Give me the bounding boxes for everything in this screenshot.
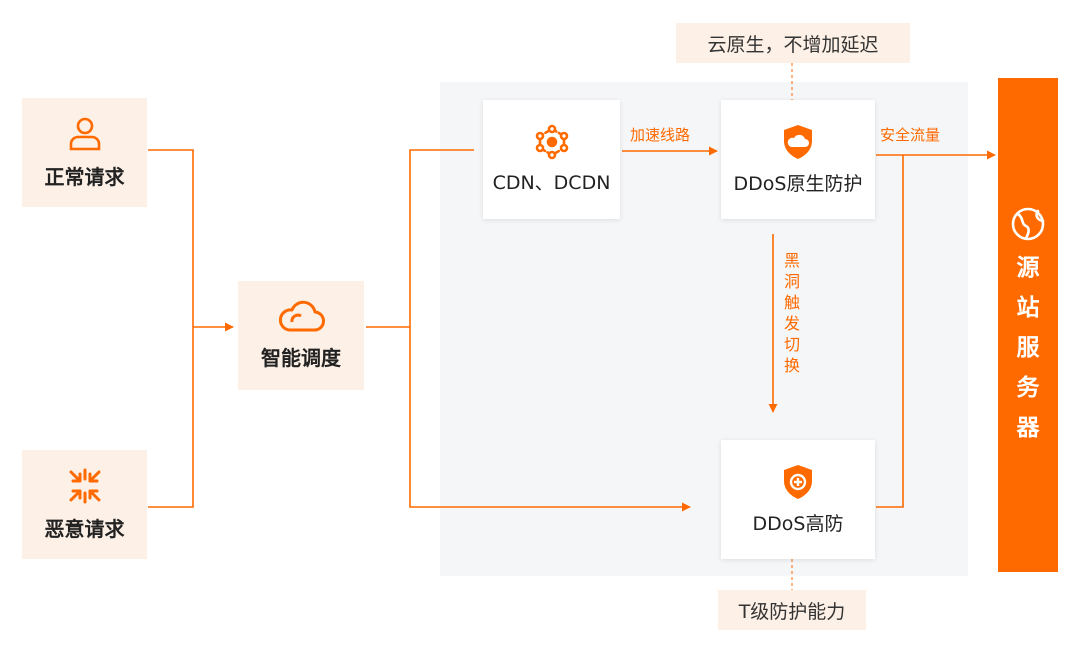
node-label: 正常请求 xyxy=(44,165,125,189)
tag-tbps-capacity: T级防护能力 xyxy=(718,590,866,630)
network-nodes-icon xyxy=(532,124,572,160)
node-label: DDoS高防 xyxy=(752,513,844,535)
node-normal-request: 正常请求 xyxy=(22,98,147,207)
node-cdn: CDN、DCDN xyxy=(483,100,620,219)
node-ddos-high-defense: DDoS高防 xyxy=(721,440,875,559)
server-label-char: 务 xyxy=(1016,375,1040,401)
cloud-icon xyxy=(276,300,326,334)
edge-label-safe-traffic: 安全流量 xyxy=(880,126,941,144)
edge-label-blackhole-char: 触 xyxy=(783,293,800,312)
edge-label-accelerate: 加速线路 xyxy=(630,126,691,144)
edge-label-blackhole-char: 发 xyxy=(783,314,800,333)
user-icon xyxy=(66,115,104,153)
tag-cloud-native: 云原生，不增加延迟 xyxy=(676,23,910,63)
shield-cloud-icon xyxy=(781,123,815,161)
node-origin-server: 源 站 服 务 器 xyxy=(998,78,1058,572)
node-label: DDoS原生防护 xyxy=(733,173,863,195)
node-ddos-native: DDoS原生防护 xyxy=(721,100,875,219)
node-label: CDN、DCDN xyxy=(492,172,611,194)
attack-arrows-icon xyxy=(66,467,104,505)
globe-icon xyxy=(1010,206,1046,242)
server-label-char: 站 xyxy=(1016,295,1040,321)
edge-label-blackhole-char: 切 xyxy=(783,335,800,354)
edge-dispatch-to-high-defense xyxy=(409,327,691,512)
edge-label-blackhole-char: 洞 xyxy=(783,272,800,291)
edge-label-blackhole-char: 黑 xyxy=(783,251,800,270)
shield-plus-icon xyxy=(781,463,815,501)
server-label-char: 源 xyxy=(1016,255,1040,281)
edge-high-defense-to-server xyxy=(876,155,904,508)
edge-dispatch-to-cdn xyxy=(366,149,474,328)
node-label: 恶意请求 xyxy=(44,517,125,541)
edge-label-blackhole-char: 换 xyxy=(783,356,800,375)
node-malicious-request: 恶意请求 xyxy=(22,450,147,559)
edge-malicious-to-dispatch xyxy=(148,327,194,508)
node-smart-dispatch: 智能调度 xyxy=(238,281,364,390)
server-label-char: 器 xyxy=(1016,415,1040,441)
node-label: 智能调度 xyxy=(261,346,341,370)
edge-normal-to-dispatch xyxy=(148,149,194,327)
edge-label-blackhole: 黑 洞 触 发 切 换 xyxy=(782,250,802,376)
server-label-char: 服 xyxy=(1016,335,1040,361)
